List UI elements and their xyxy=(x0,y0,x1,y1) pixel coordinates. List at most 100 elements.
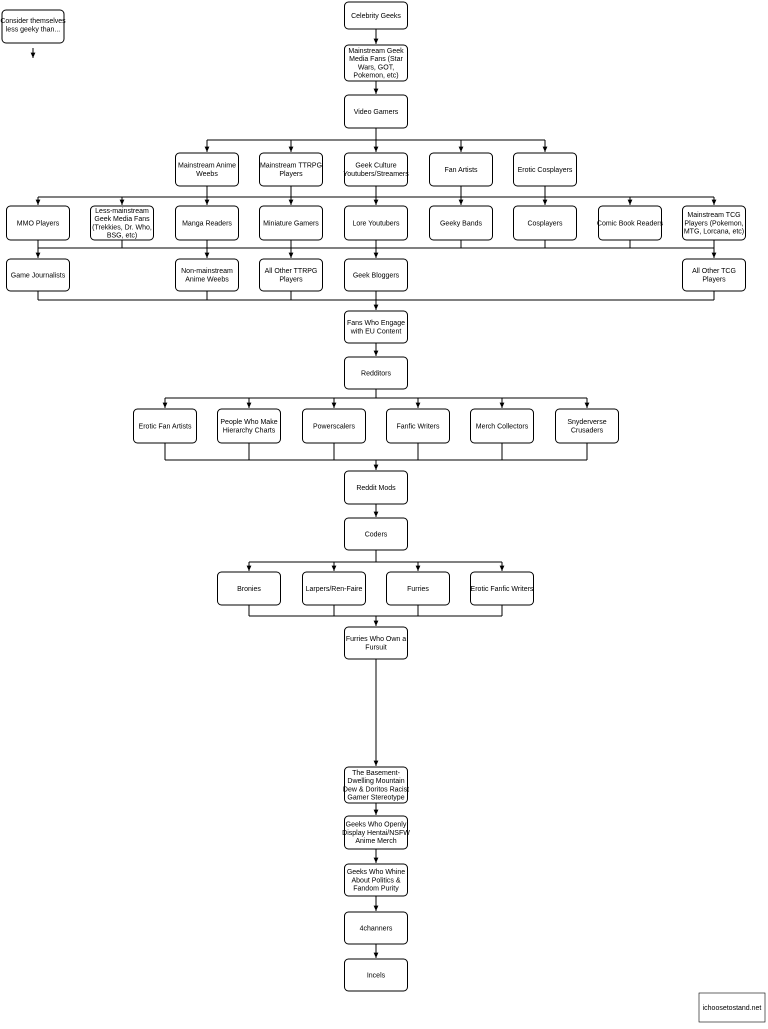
node-label: Fursuit xyxy=(365,644,386,651)
node-video-gamers: Video Gamers xyxy=(344,94,408,129)
node-box xyxy=(344,310,408,344)
node-box xyxy=(259,258,323,292)
node-label: Furries xyxy=(407,586,429,593)
node-box xyxy=(302,571,366,606)
node-label: Less-mainstream xyxy=(95,208,149,215)
node-label: Fan Artists xyxy=(444,167,478,174)
node-box xyxy=(386,408,450,444)
node-box xyxy=(259,205,323,241)
node-label: Erotic Fan Artists xyxy=(139,423,192,430)
node-box xyxy=(386,571,450,606)
node-cosplayers: Cosplayers xyxy=(513,205,577,241)
node-label: Reddit Mods xyxy=(356,485,396,492)
node-box xyxy=(513,152,577,187)
watermark-text: ichoosetostand.net xyxy=(703,1005,762,1012)
node-label: Gamer Stereotype xyxy=(347,795,404,802)
node-label: Erotic Cosplayers xyxy=(518,167,573,174)
node-label: Geeks Who Openly xyxy=(346,822,407,829)
node-label: The Basement- xyxy=(352,770,401,777)
node-furries: Furries xyxy=(386,571,450,606)
node-label: Mainstream Anime xyxy=(178,163,236,170)
legend-label: less geeky than... xyxy=(6,27,61,34)
node-box xyxy=(429,205,493,241)
node-label: All Other TTRPG xyxy=(265,268,318,275)
node-fanfic: Fanfic Writers xyxy=(386,408,450,444)
node-label: Anime Merch xyxy=(355,838,396,845)
node-label: Dew & Doritos Racist xyxy=(343,786,409,793)
node-label: MMO Players xyxy=(17,220,60,227)
node-label: Video Gamers xyxy=(354,109,399,116)
watermark: ichoosetostand.net xyxy=(698,992,766,1023)
node-label: Mainstream TCG xyxy=(687,212,740,219)
node-label: Hierarchy Charts xyxy=(223,427,276,434)
node-label: People Who Make xyxy=(220,419,277,426)
node-box xyxy=(175,205,239,241)
node-label: Cosplayers xyxy=(527,220,563,227)
node-box xyxy=(470,408,534,444)
watermark-rect xyxy=(698,992,766,1023)
node-label: Furries Who Own a xyxy=(346,636,406,643)
node-box xyxy=(6,205,70,241)
node-label: Merch Collectors xyxy=(476,423,529,430)
node-miniature: Miniature Gamers xyxy=(259,205,323,241)
node-box xyxy=(175,258,239,292)
node-label: Bronies xyxy=(237,586,261,593)
node-label: Geek Media Fans xyxy=(94,216,150,223)
node-lore-youtubers: Lore Youtubers xyxy=(344,205,408,241)
node-box xyxy=(217,571,281,606)
node-box xyxy=(344,470,408,505)
node-box xyxy=(344,94,408,129)
node-label: Dwelling Mountain xyxy=(347,778,404,785)
node-box xyxy=(682,205,746,241)
node-label: BSG, etc) xyxy=(107,233,137,240)
node-erotic-fan-artists: Erotic Fan Artists xyxy=(133,408,197,444)
node-label: Media Fans (Star xyxy=(349,56,403,63)
node-celebrity: Celebrity Geeks xyxy=(344,1,408,30)
node-geeky-bands: Geeky Bands xyxy=(429,205,493,241)
node-redditors: Redditors xyxy=(344,356,408,390)
connector-lines xyxy=(35,29,717,958)
node-label: Erotic Fanfic Writers xyxy=(471,586,534,593)
node-label: Larpers/Ren-Faire xyxy=(306,586,363,593)
node-box xyxy=(217,408,281,444)
node-label: 4channers xyxy=(360,925,393,932)
node-label: Celebrity Geeks xyxy=(351,13,401,20)
node-powerscalers: Powerscalers xyxy=(302,408,366,444)
node-label: (Trekkies, Dr. Who, xyxy=(92,224,152,231)
node-box xyxy=(429,152,493,187)
node-label: Youtubers/Streamers xyxy=(343,171,409,178)
node-box xyxy=(90,205,154,241)
node-label: About Politics & xyxy=(351,877,400,884)
watermark-box: ichoosetostand.net xyxy=(698,992,766,1023)
node-label: Wars, GOT, xyxy=(358,64,394,71)
legend-rect xyxy=(1,9,65,44)
node-label: Anime Weebs xyxy=(185,276,229,283)
node-label: Display Hentai/NSFW xyxy=(342,830,410,837)
node-box xyxy=(133,408,197,444)
node-label: MTG, Lorcana, etc) xyxy=(684,228,744,235)
node-label: Miniature Gamers xyxy=(263,220,319,227)
node-coders: Coders xyxy=(344,517,408,551)
node-box xyxy=(344,766,408,804)
node-label: Geek Culture xyxy=(355,163,396,170)
node-label: Players xyxy=(279,171,303,178)
node-box xyxy=(344,863,408,897)
node-fan-artists: Fan Artists xyxy=(429,152,493,187)
node-erotic-fanfic: Erotic Fanfic Writers xyxy=(470,571,534,606)
node-box xyxy=(302,408,366,444)
node-box xyxy=(344,911,408,945)
node-box xyxy=(344,815,408,850)
node-box xyxy=(344,626,408,660)
node-label: Fandom Purity xyxy=(353,885,399,892)
node-box xyxy=(344,356,408,390)
